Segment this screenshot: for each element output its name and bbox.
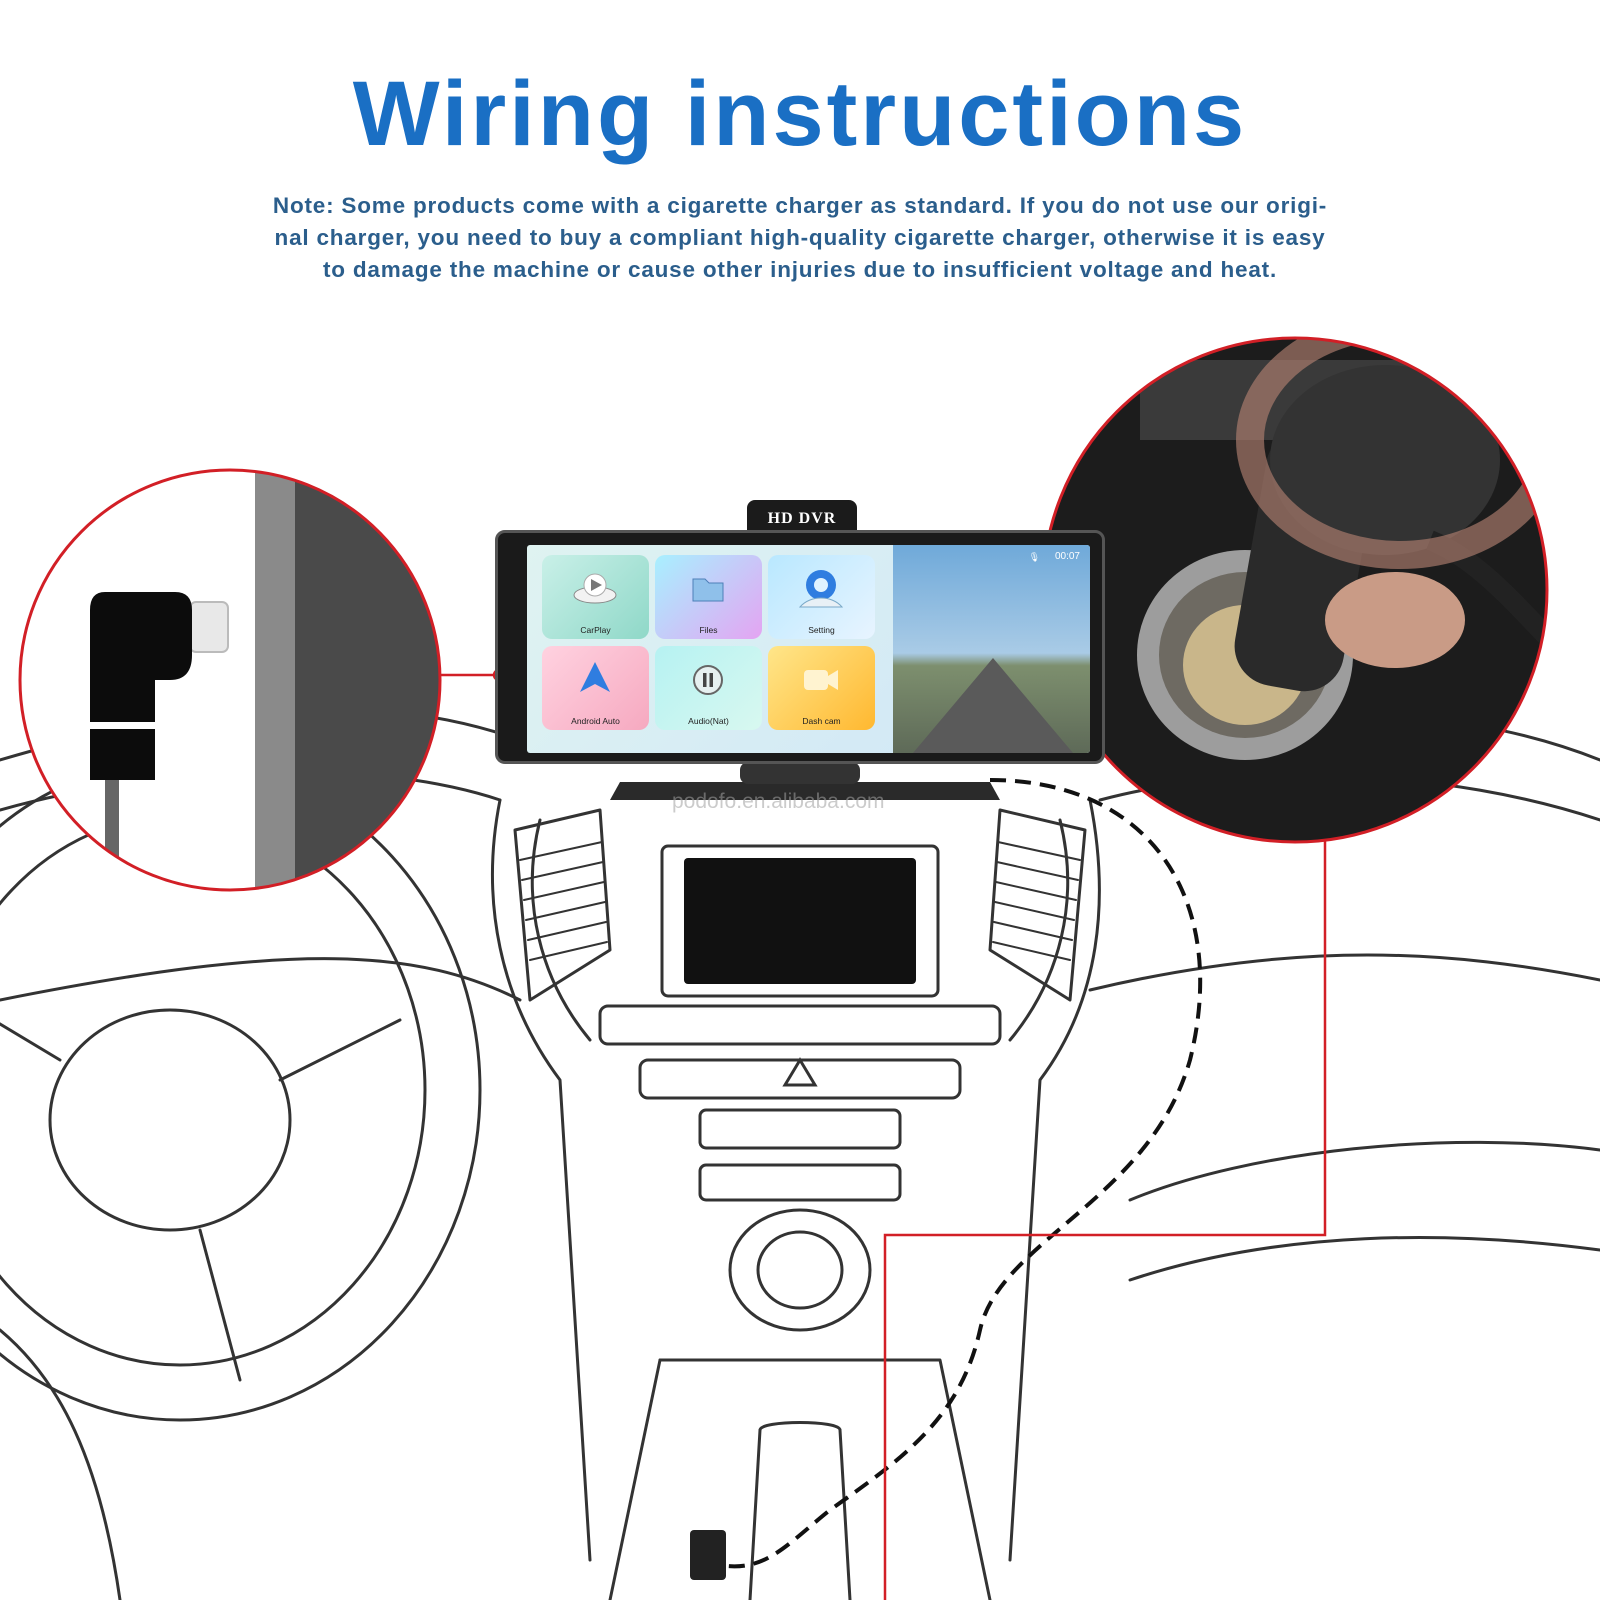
note-line: to damage the machine or cause other inj… (322, 257, 1278, 282)
app-tile-setting[interactable]: Setting (768, 555, 875, 639)
app-tile-android-auto[interactable]: Android Auto (542, 646, 649, 730)
dash-cam-preview: 🎙 00:07 (893, 545, 1090, 753)
page-title: Wiring instructions (352, 63, 1248, 165)
app-tile-audio[interactable]: Audio(Nat) (655, 646, 762, 730)
camera-icon (804, 670, 838, 690)
note-line: nal charger, you need to buy a compliant… (274, 225, 1326, 250)
audio-icon (693, 665, 723, 695)
microphone-icon: 🎙 (1028, 552, 1040, 562)
app-tile-dash-cam[interactable]: Dash cam (768, 646, 875, 730)
folder-icon (692, 578, 724, 602)
dvr-screen: CarPlay Files Setting Android Auto Audio… (527, 545, 1090, 753)
car-play-icon (573, 573, 617, 604)
road-image (913, 658, 1073, 753)
android-auto-icon (580, 662, 610, 692)
clock-readout: 00:07 (1054, 551, 1080, 562)
note-line: Note: Some products come with a cigarett… (272, 193, 1328, 218)
note-text: Note: Some products come with a cigarett… (225, 190, 1375, 286)
watermark: podofo.en.alibaba.com (672, 790, 885, 813)
app-tile-carplay[interactable]: CarPlay (542, 555, 649, 639)
gear-icon (798, 570, 844, 608)
dvr-tab-label: HD DVR (747, 500, 857, 534)
app-tile-files[interactable]: Files (655, 555, 762, 639)
